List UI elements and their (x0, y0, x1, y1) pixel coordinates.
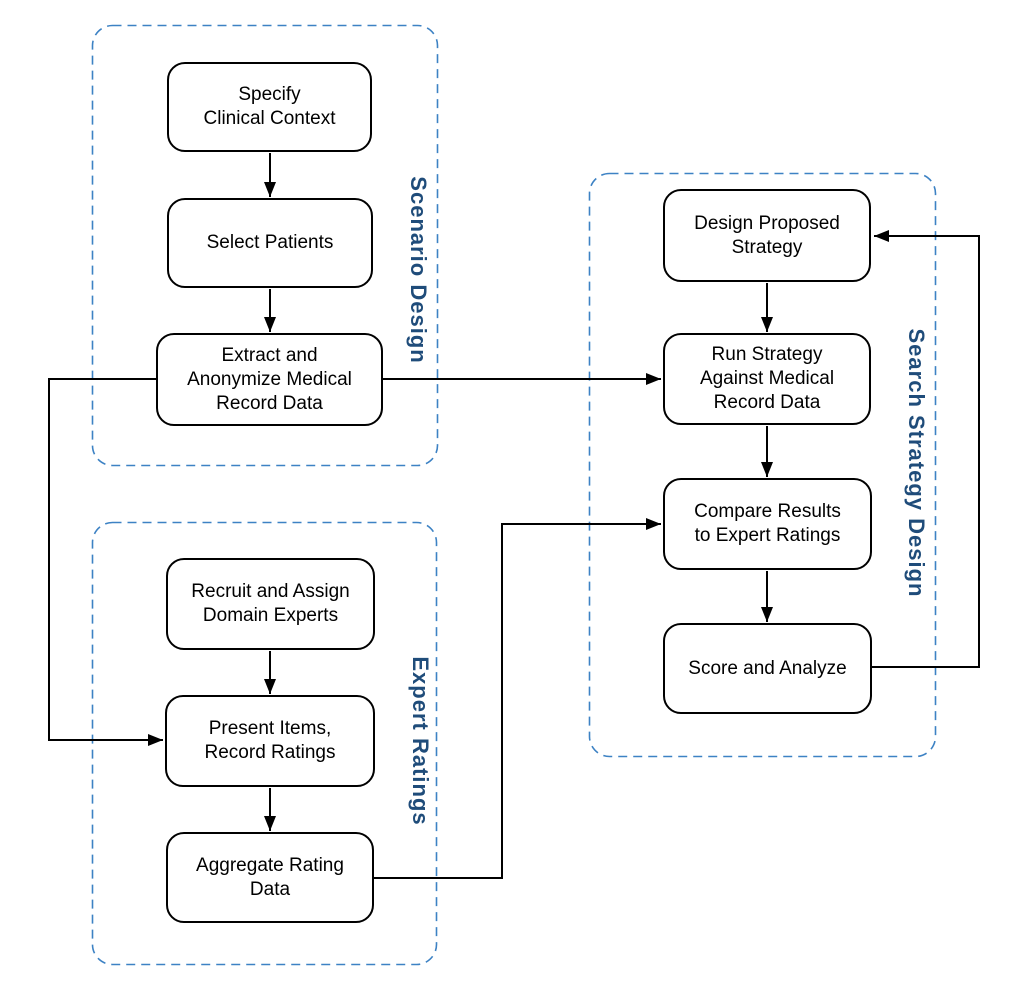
group-scenario-design-border (91, 24, 439, 467)
edge-score-to-design-feedback (872, 230, 980, 668)
group-label-search-strategy-design: Search Strategy Design (904, 328, 929, 598)
node-select-patients: Select Patients (167, 198, 373, 288)
node-extract-anonymize-medical-record-data: Extract and Anonymize Medical Record Dat… (156, 333, 383, 426)
node-recruit-assign-domain-experts: Recruit and Assign Domain Experts (166, 558, 375, 650)
node-specify-clinical-context: Specify Clinical Context (167, 62, 372, 152)
group-label-expert-ratings: Expert Ratings (408, 656, 433, 826)
edge-aggregate-to-compare (374, 518, 661, 879)
node-compare-results-to-expert-ratings: Compare Results to Expert Ratings (663, 478, 872, 570)
group-expert-ratings-border (91, 521, 438, 966)
node-present-items-record-ratings: Present Items, Record Ratings (165, 695, 375, 787)
group-search-strategy-design-border (588, 172, 937, 758)
node-design-proposed-strategy: Design Proposed Strategy (663, 189, 871, 282)
node-score-and-analyze: Score and Analyze (663, 623, 872, 714)
group-label-scenario-design: Scenario Design (406, 176, 431, 364)
node-aggregate-rating-data: Aggregate Rating Data (166, 832, 374, 923)
node-run-strategy-against-medical-record-data: Run Strategy Against Medical Record Data (663, 333, 871, 425)
edge-extract-to-present (48, 378, 163, 746)
